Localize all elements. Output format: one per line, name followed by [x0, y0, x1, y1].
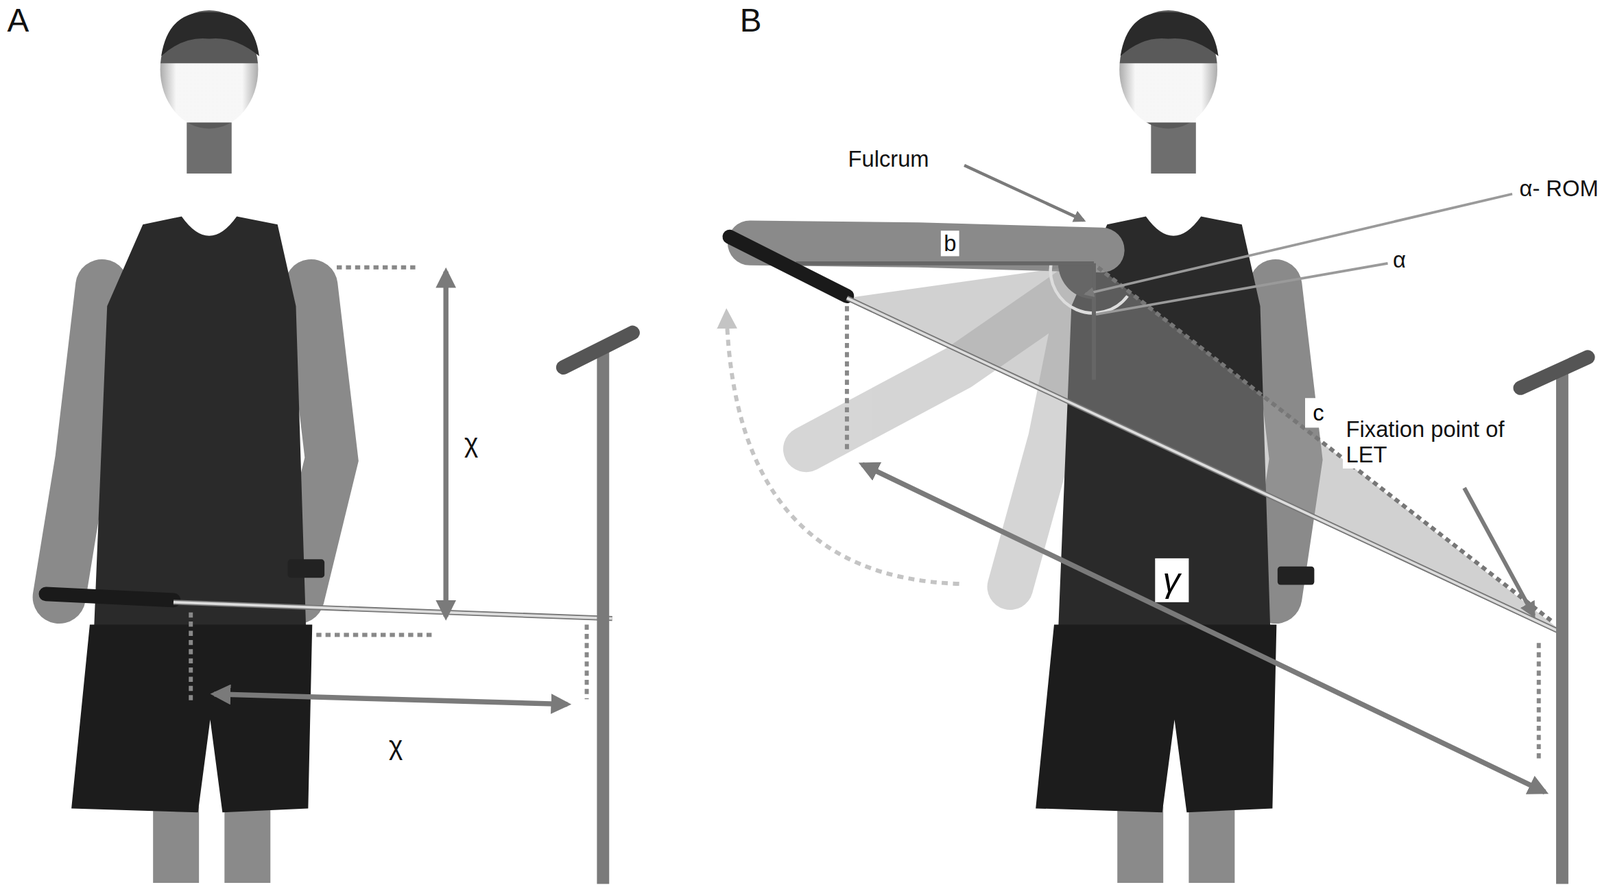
- figure-line: [336, 265, 419, 270]
- figure-line: [844, 305, 850, 449]
- figure-rect: [152, 805, 199, 883]
- figure-line: [1520, 357, 1588, 389]
- segment-box: c: [1304, 397, 1332, 428]
- fixation-label: Fixation point of LET: [1342, 416, 1544, 468]
- figure-line: [1536, 642, 1542, 760]
- figure-rect: [224, 805, 271, 883]
- angle-label: α: [1389, 246, 1409, 273]
- figure-line: [188, 612, 193, 703]
- figure-line: [173, 602, 613, 619]
- box-text: c: [1312, 399, 1324, 426]
- figure-rect: [596, 344, 610, 885]
- fulcrum-label: Fulcrum: [844, 146, 933, 173]
- figure-line: [563, 332, 633, 368]
- panel-letter: A: [4, 2, 33, 40]
- distance-box: γ: [1154, 557, 1189, 602]
- figure-path: [161, 12, 260, 57]
- figure-line: [316, 632, 434, 637]
- figure-line: [45, 593, 174, 601]
- figure-path: [93, 216, 306, 633]
- figure-path: [726, 312, 959, 584]
- figure-path: [1050, 263, 1128, 313]
- figure-line: [173, 602, 613, 619]
- figure-rect: [142, 63, 276, 123]
- figure-line: [796, 261, 1094, 266]
- figure-polygon: [846, 263, 1567, 636]
- figure-line: [1464, 487, 1534, 616]
- figure-line: [862, 464, 1545, 793]
- dimension-label: χ: [385, 730, 406, 761]
- figure-path: [58, 285, 102, 598]
- figure-line: [729, 236, 847, 296]
- segment-label: b: [940, 230, 960, 257]
- figure-rect: [1188, 805, 1235, 883]
- panel-letter: B: [736, 2, 765, 40]
- person-a: [45, 10, 634, 885]
- figure-line: [1091, 263, 1096, 380]
- figure-line: [443, 271, 448, 617]
- angle-label: α- ROM: [1516, 175, 1600, 202]
- figure-rect: [1277, 566, 1315, 585]
- figure-line: [1095, 263, 1389, 315]
- figure-line: [584, 624, 590, 700]
- figure-line: [964, 165, 1084, 221]
- figure-rect: [1102, 63, 1235, 123]
- figure-rect: [1117, 805, 1164, 883]
- figure-line: [213, 694, 568, 705]
- dimension-label: χ: [461, 428, 482, 459]
- figure-path: [1120, 12, 1219, 57]
- figure-rect: [1556, 365, 1569, 885]
- figure-line: [1097, 267, 1552, 621]
- figure-path: [750, 242, 1103, 250]
- box-text: γ: [1162, 559, 1180, 599]
- figure-path: [1035, 624, 1277, 813]
- person-b: [726, 10, 1588, 885]
- figure-rect: [288, 558, 326, 578]
